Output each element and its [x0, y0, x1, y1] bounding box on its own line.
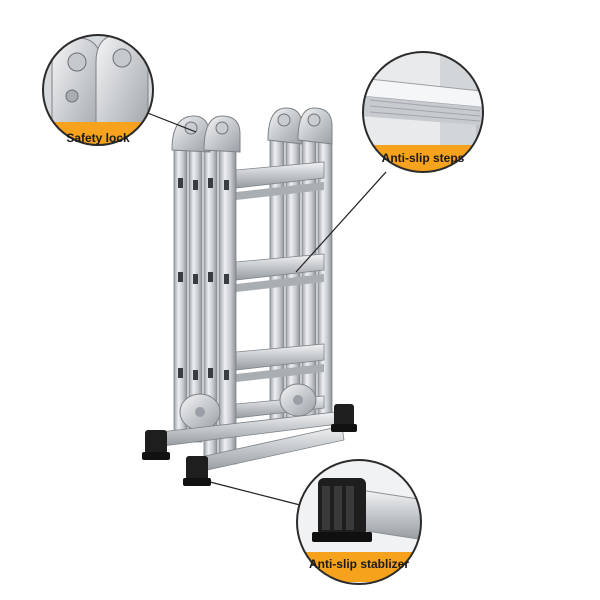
- callout-anti-slip-steps: Anti-slip steps: [362, 51, 484, 173]
- ladder-steps: [235, 161, 325, 419]
- leader-lines: [139, 109, 387, 506]
- anti-slip-stabilizer-ring: [296, 459, 422, 585]
- bottom-hinges: [179, 383, 317, 431]
- callout-anti-slip-stabilizer: Anti-slip stablizer: [296, 459, 422, 585]
- leader-line-safety-lock: [139, 109, 197, 133]
- anti-slip-steps-label: Anti-slip steps: [382, 151, 465, 165]
- anti-slip-steps-ring: [362, 51, 484, 173]
- anti-slip-stabilizer-label: Anti-slip stablizer: [309, 557, 409, 571]
- ladder-feet: [142, 404, 357, 486]
- leader-line-anti-slip-stabilizer: [209, 481, 301, 506]
- safety-lock-label: Safety lock: [66, 131, 130, 145]
- front-rails: [173, 135, 237, 465]
- ladder-body: [142, 107, 357, 486]
- leader-line-anti-slip-steps: [295, 171, 387, 273]
- callout-safety-lock: Safety lock: [42, 34, 154, 146]
- safety-lock-ring: [42, 34, 154, 146]
